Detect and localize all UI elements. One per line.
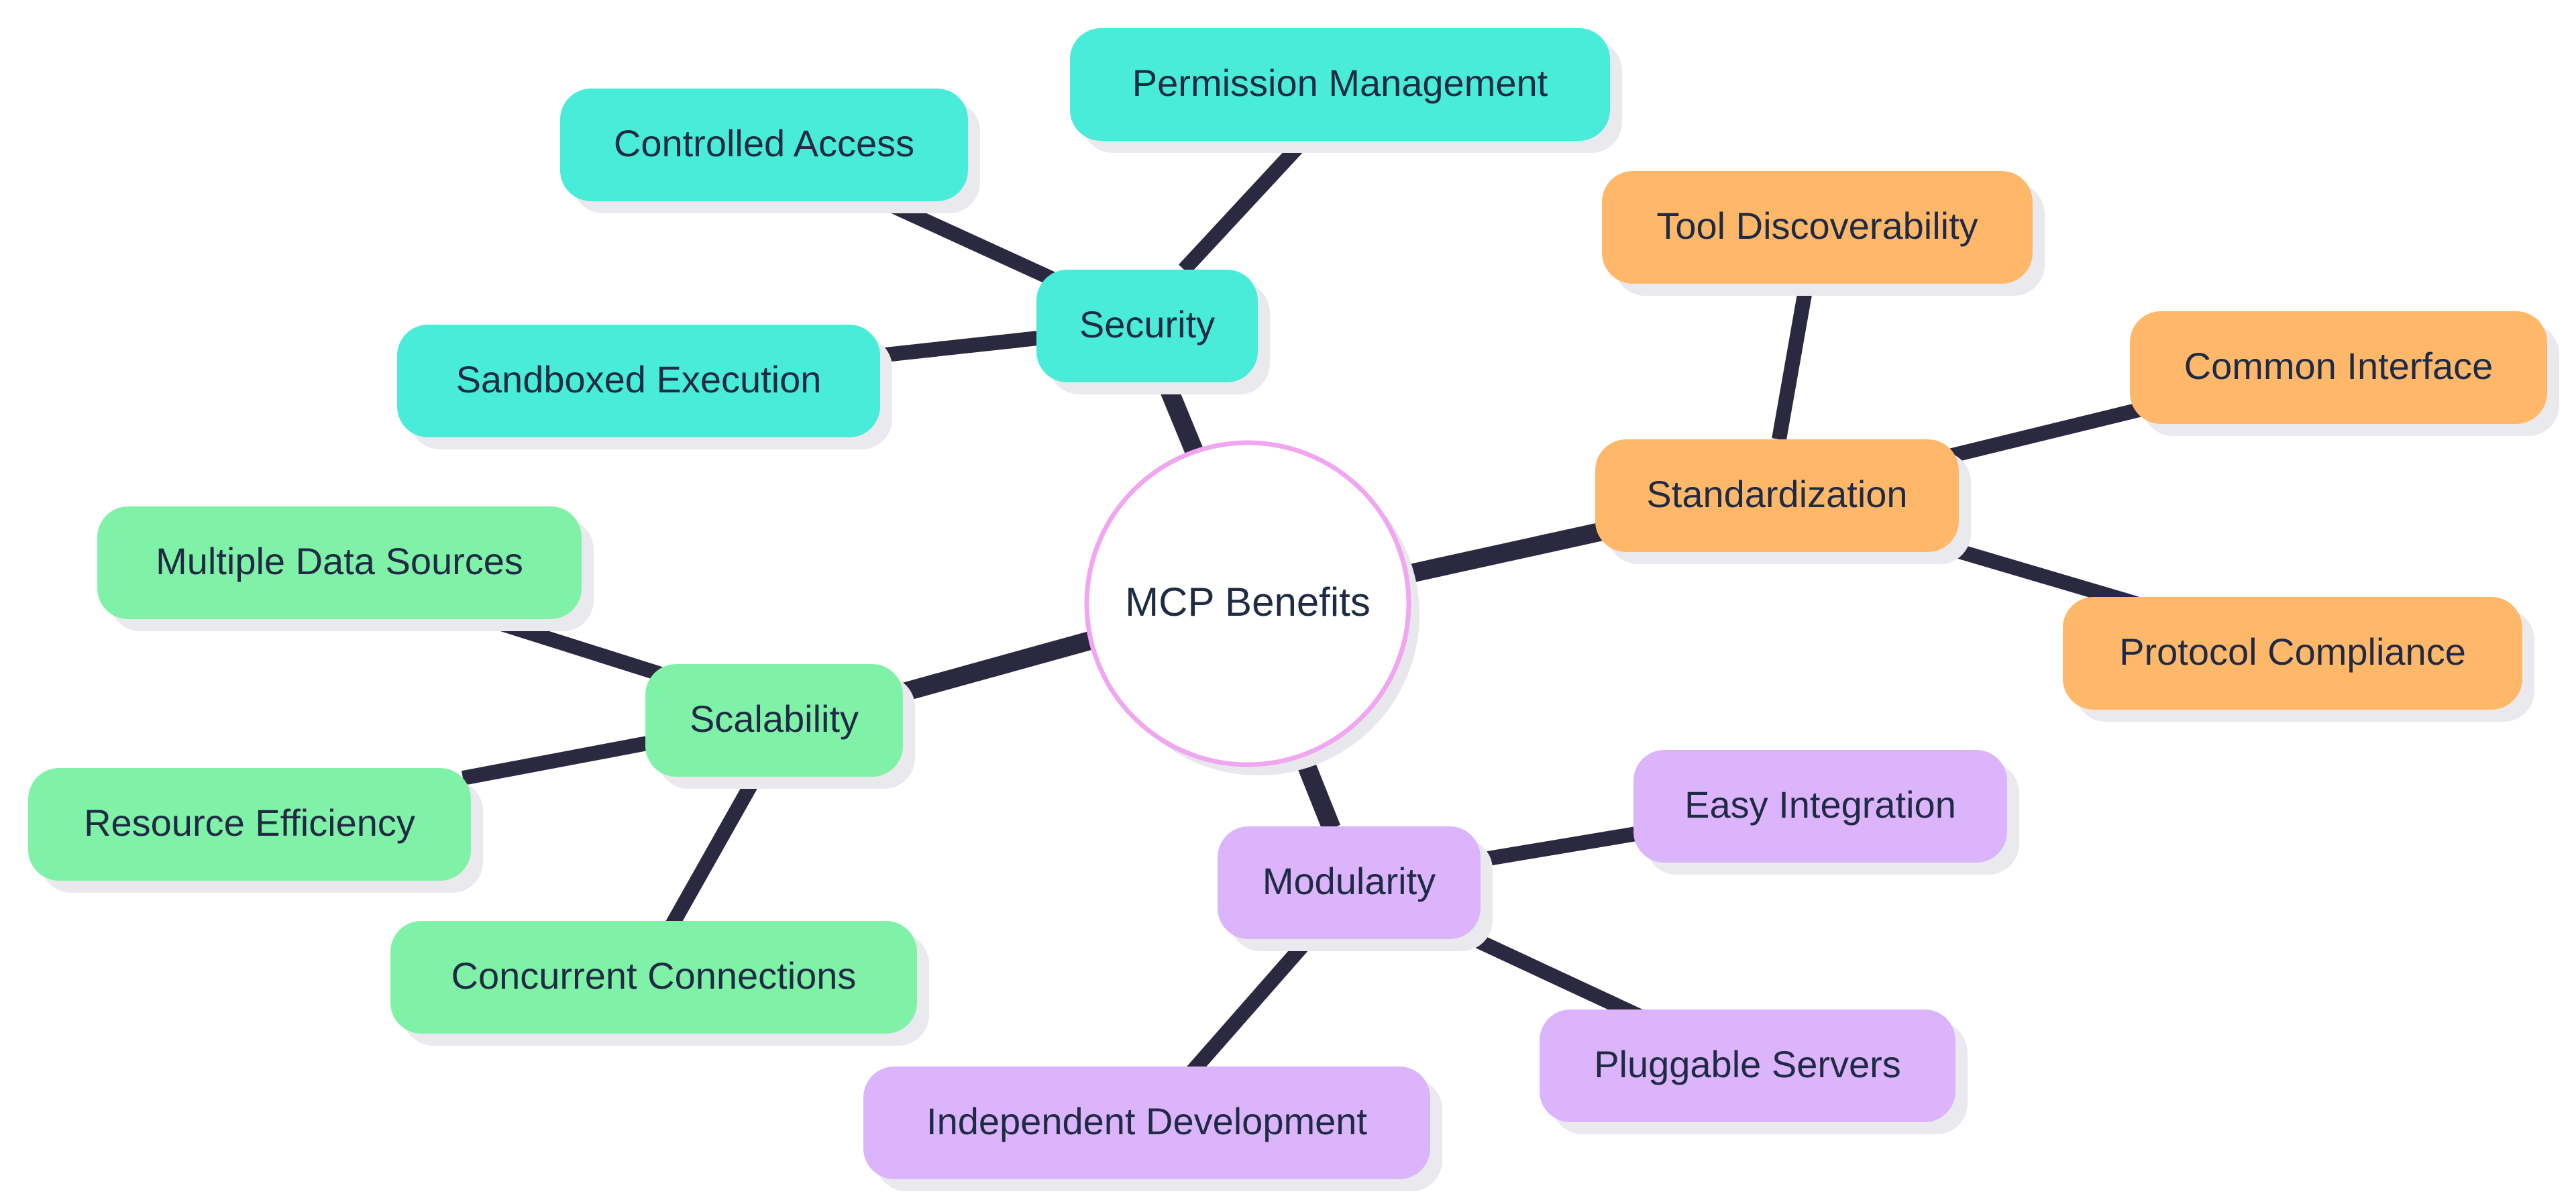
branch-node-standardization: Standardization — [1595, 439, 1959, 552]
leaf-node-protocol-compliance: Protocol Compliance — [2063, 597, 2522, 710]
edge-scalability-concurrent-connections — [664, 771, 763, 931]
edge-standardization-tool-discoverability — [1772, 282, 1814, 441]
branch-node-security-box — [1036, 270, 1258, 382]
edge-modularity-independent-development — [1185, 930, 1318, 1079]
branch-node-security-label: Security — [1079, 303, 1215, 345]
leaf-node-pluggable-servers-box — [1540, 1009, 1955, 1122]
leaf-node-pluggable-servers-label: Pluggable Servers — [1594, 1043, 1901, 1085]
edge-modularity-easy-integration — [1474, 826, 1642, 868]
edge-standardization-protocol-compliance — [1929, 536, 2139, 611]
leaf-node-concurrent-connections-box — [390, 921, 917, 1034]
leaf-node-protocol-compliance-box — [2063, 597, 2522, 710]
branch-node-scalability-label: Scalability — [690, 698, 859, 740]
edge-scalability-resource-efficiency — [461, 736, 649, 785]
leaf-node-controlled-access: Controlled Access — [560, 89, 968, 201]
edge-modularity-pluggable-servers — [1449, 922, 1650, 1026]
leaf-node-tool-discoverability-box — [1602, 171, 2033, 284]
leaf-node-tool-discoverability: Tool Discoverability — [1602, 171, 2033, 284]
edge-root-modularity — [1296, 757, 1340, 832]
leaf-node-multiple-data-sources-label: Multiple Data Sources — [156, 540, 523, 582]
leaf-node-easy-integration: Easy Integration — [1633, 750, 2007, 863]
leaf-node-independent-development: Independent Development — [863, 1067, 1430, 1179]
leaf-node-resource-efficiency-box — [28, 768, 471, 881]
branch-node-standardization-box — [1595, 439, 1959, 552]
leaf-node-common-interface-label: Common Interface — [2184, 345, 2493, 387]
branch-node-modularity-box — [1218, 826, 1481, 939]
leaf-node-sandboxed-execution-label: Sandboxed Execution — [456, 358, 822, 400]
edge-security-controlled-access — [867, 188, 1062, 289]
nodes-layer: MCP Benefits Security Permission Managemen… — [28, 28, 2547, 1179]
branch-node-modularity-label: Modularity — [1263, 860, 1436, 902]
edge-security-sandboxed-execution — [877, 331, 1040, 363]
leaf-node-pluggable-servers: Pluggable Servers — [1540, 1009, 1955, 1122]
leaf-node-permission-management: Permission Management — [1070, 28, 1610, 141]
root-node: MCP Benefits — [1084, 440, 1419, 775]
leaf-node-concurrent-connections: Concurrent Connections — [390, 921, 917, 1034]
leaf-node-permission-management-label: Permission Management — [1132, 62, 1548, 104]
branch-node-security: Security — [1036, 270, 1258, 382]
leaf-node-easy-integration-box — [1633, 750, 2007, 863]
branch-node-standardization-label: Standardization — [1646, 473, 1907, 515]
leaf-node-resource-efficiency: Resource Efficiency — [28, 768, 471, 881]
leaf-node-sandboxed-execution-box — [397, 325, 880, 437]
branch-node-scalability: Scalability — [645, 664, 903, 777]
branch-node-scalability-box — [645, 664, 903, 777]
leaf-node-permission-management-box — [1070, 28, 1610, 141]
edge-root-security — [1157, 378, 1203, 455]
edge-security-permission-management — [1178, 134, 1311, 275]
edge-root-scalability — [894, 631, 1093, 704]
edge-standardization-common-interface — [1947, 400, 2152, 463]
root-node-circle — [1084, 440, 1411, 767]
leaf-node-multiple-data-sources-box — [97, 506, 582, 619]
leaf-node-common-interface-box — [2130, 311, 2547, 424]
leaf-node-independent-development-label: Independent Development — [926, 1100, 1367, 1142]
leaf-node-independent-development-box — [863, 1067, 1430, 1179]
leaf-node-sandboxed-execution: Sandboxed Execution — [397, 325, 880, 437]
leaf-node-controlled-access-box — [560, 89, 968, 201]
leaf-node-multiple-data-sources: Multiple Data Sources — [97, 506, 582, 619]
leaf-node-resource-efficiency-label: Resource Efficiency — [84, 802, 415, 844]
edge-scalability-multiple-data-sources — [467, 606, 663, 681]
leaf-node-concurrent-connections-label: Concurrent Connections — [451, 954, 857, 997]
leaf-node-controlled-access-label: Controlled Access — [614, 122, 914, 164]
leaf-node-easy-integration-label: Easy Integration — [1684, 783, 1956, 826]
branch-node-modularity: Modularity — [1218, 826, 1481, 939]
edge-root-standardization — [1405, 521, 1611, 584]
leaf-node-tool-discoverability-label: Tool Discoverability — [1656, 205, 1978, 247]
leaf-node-protocol-compliance-label: Protocol Compliance — [2119, 631, 2466, 673]
leaf-node-common-interface: Common Interface — [2130, 311, 2547, 424]
root-node-label: MCP Benefits — [1125, 580, 1371, 624]
edges-layer — [461, 134, 2152, 1079]
